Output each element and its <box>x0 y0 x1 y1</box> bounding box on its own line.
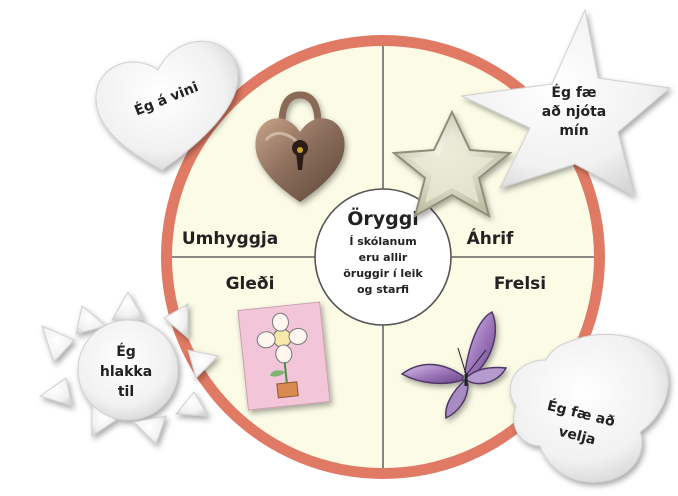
label-frelsi: Frelsi <box>494 274 546 294</box>
star-bubble-line-3: mín <box>559 123 588 139</box>
label-umhyggja: Umhyggja <box>182 229 278 249</box>
sun-bubble-line-1: Ég <box>116 343 136 360</box>
star-bubble-line-2: að njóta <box>542 104 606 120</box>
sun-bubble-line-3: til <box>118 384 134 400</box>
center-line-4: og starfi <box>357 283 409 296</box>
center-line-3: öruggir í leik <box>343 267 423 280</box>
center-line-2: eru allir <box>359 251 408 264</box>
center-line-1: Í skólanum <box>349 235 416 248</box>
label-gledi: Gleði <box>226 274 275 294</box>
flower-drawing-icon <box>238 302 330 410</box>
sun-bubble-line-2: hlakka <box>100 364 152 380</box>
label-ahrif: Áhrif <box>467 227 514 249</box>
center-title: Öryggi <box>347 206 419 230</box>
star-bubble-line-1: Ég fæ <box>551 84 596 101</box>
